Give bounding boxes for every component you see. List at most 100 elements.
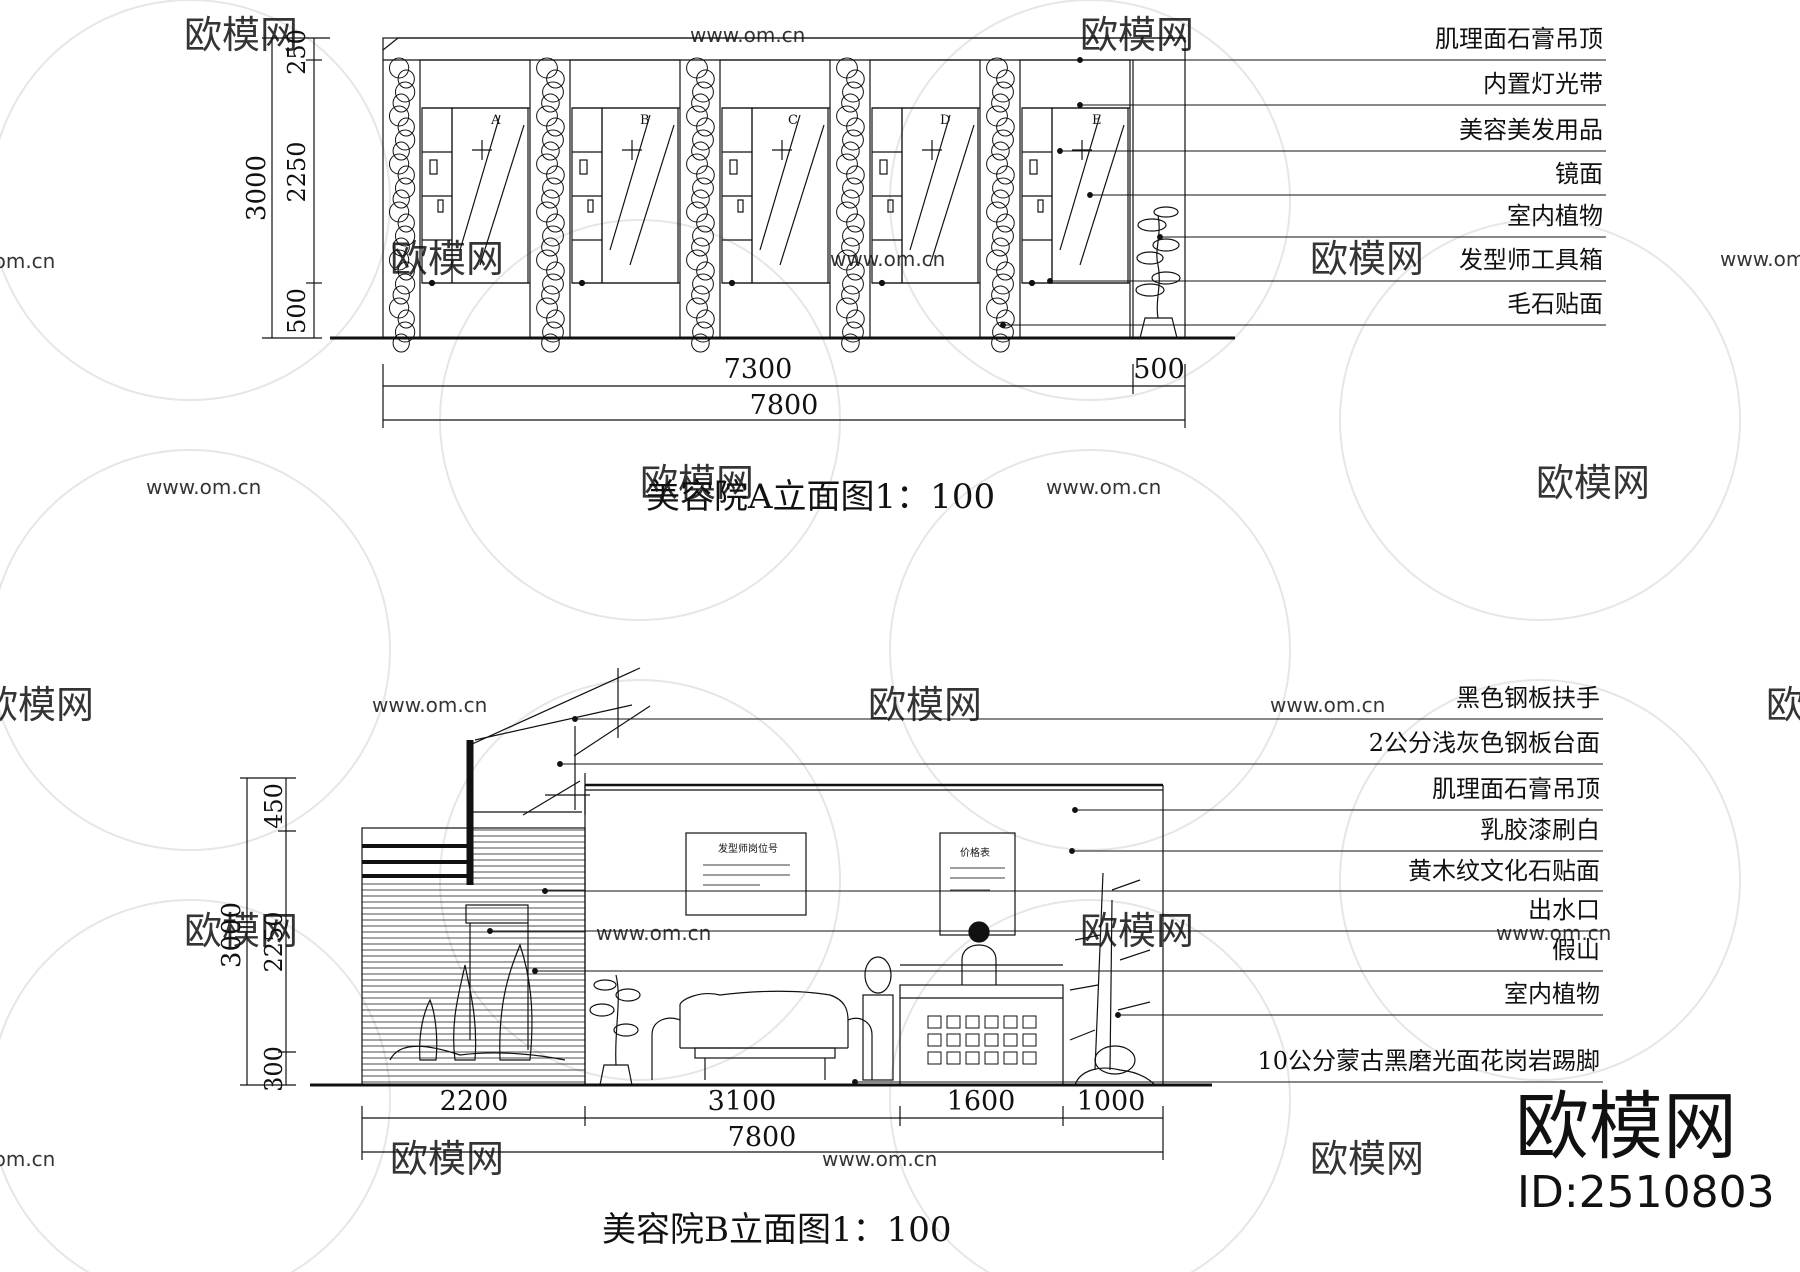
- stone-block: [541, 189, 560, 209]
- stone-block: [841, 141, 860, 161]
- stone-block: [992, 177, 1014, 199]
- brand-logo: 欧模网 ID:2510803: [1515, 1084, 1775, 1218]
- stone-block: [696, 213, 715, 233]
- dim-b-1000: 1000: [1077, 1086, 1146, 1117]
- stone-block: [846, 69, 865, 89]
- bay-label-a: A: [490, 113, 501, 128]
- stone-block: [392, 189, 410, 209]
- stone-block: [392, 333, 410, 353]
- stone-block: [541, 237, 560, 257]
- leader-dot: [1077, 57, 1083, 63]
- leader-dot: [532, 968, 538, 974]
- dim-a-500h: 500: [1133, 354, 1185, 385]
- stone-block: [542, 177, 564, 199]
- mirror-reflection: [929, 124, 975, 266]
- stone-block: [996, 261, 1015, 281]
- bay-frame: [569, 59, 681, 339]
- stone-block: [841, 93, 860, 113]
- stone-block: [397, 165, 415, 185]
- stone-block: [392, 141, 410, 161]
- product-bottle: [737, 199, 744, 213]
- watermark-arc: [0, 0, 391, 401]
- product-bottle: [887, 199, 894, 213]
- desk-tile: [965, 1015, 980, 1029]
- stone-block: [541, 93, 560, 113]
- leader-dot: [1047, 278, 1053, 284]
- stone-block: [388, 105, 410, 127]
- stone-block: [696, 69, 715, 89]
- stone-block: [846, 261, 865, 281]
- stone-block: [394, 321, 416, 343]
- stone-block: [996, 213, 1015, 233]
- leader-dot: [1072, 807, 1078, 813]
- stone-block: [397, 261, 415, 281]
- frame-labels: 发型师岗位号 价格表: [718, 842, 990, 859]
- watermark-brand-13: 欧模网: [1310, 1137, 1424, 1181]
- dim-a-7800: 7800: [750, 390, 819, 421]
- leader-dot: [1115, 1012, 1121, 1018]
- callout-a-5: 室内植物: [1507, 202, 1603, 230]
- watermark-arc: [889, 899, 1291, 1272]
- stone-block: [692, 273, 714, 295]
- desk-tile: [946, 1033, 961, 1047]
- watermark-site-10: www.om.cn: [1496, 921, 1611, 945]
- product-bottle: [729, 159, 738, 175]
- watermark-site-6: www.om.cn: [1046, 475, 1161, 499]
- leader-dot: [878, 279, 886, 287]
- callout-leaders-a: [1000, 57, 1606, 328]
- bay-label-c: C: [788, 113, 798, 128]
- callout-b-6: 出水口: [1528, 896, 1600, 924]
- stone-block: [691, 333, 710, 353]
- stone-block: [546, 309, 565, 329]
- mirror-panel: [601, 107, 679, 284]
- stone-block: [842, 81, 864, 103]
- leader-dot: [1000, 322, 1006, 328]
- stone-block: [394, 129, 416, 151]
- mirror-bay: [419, 59, 531, 339]
- stone-block: [546, 117, 565, 137]
- stone-block: [397, 309, 415, 329]
- stone-block: [841, 285, 860, 305]
- watermark-brand-9: 欧模网: [1766, 683, 1800, 727]
- rubble-stone-facing: [382, 57, 1021, 353]
- stone-block: [991, 237, 1010, 257]
- desk-tile: [927, 1033, 942, 1047]
- callout-b-5: 黄木纹文化石贴面: [1408, 857, 1600, 885]
- stone-block: [841, 237, 860, 257]
- desk-tile: [1003, 1051, 1018, 1065]
- callout-b-3: 肌理面石膏吊顶: [1432, 775, 1600, 803]
- product-bottle: [437, 199, 444, 213]
- leader-dot: [852, 1079, 858, 1085]
- stone-block: [541, 141, 560, 161]
- stone-block: [397, 117, 415, 137]
- bay-labels: A B C D E: [490, 113, 1102, 128]
- logo-text: 欧模网: [1515, 1084, 1737, 1170]
- watermark-arc: [0, 899, 391, 1272]
- stone-block: [392, 93, 410, 113]
- stone-block: [992, 225, 1014, 247]
- stone-block: [541, 333, 560, 353]
- product-bottle: [587, 199, 594, 213]
- callout-a-1: 肌理面石膏吊顶: [1435, 25, 1603, 53]
- stone-block: [996, 69, 1015, 89]
- stone-block: [692, 177, 714, 199]
- stone-block: [388, 201, 410, 223]
- stone-block: [394, 81, 416, 103]
- watermark-site-8: www.om.cn: [1270, 693, 1385, 717]
- stone-block: [696, 117, 715, 137]
- watermark-brand-12: 欧模网: [390, 1137, 504, 1181]
- stone-block: [388, 57, 410, 79]
- watermark-arc: [889, 449, 1291, 851]
- dim-a-7300: 7300: [724, 354, 793, 385]
- dim-b-3100: 3100: [708, 1086, 777, 1117]
- stone-block: [692, 129, 714, 151]
- stone-block: [546, 213, 565, 233]
- receptionist-icon: [961, 921, 997, 985]
- leader-dot: [572, 716, 578, 722]
- stone-block: [991, 285, 1010, 305]
- stone-block: [842, 321, 864, 343]
- watermark-site-12: www.om.cn: [822, 1147, 937, 1171]
- watermark-brand-3: 欧模网: [390, 237, 504, 281]
- stone-block: [691, 285, 710, 305]
